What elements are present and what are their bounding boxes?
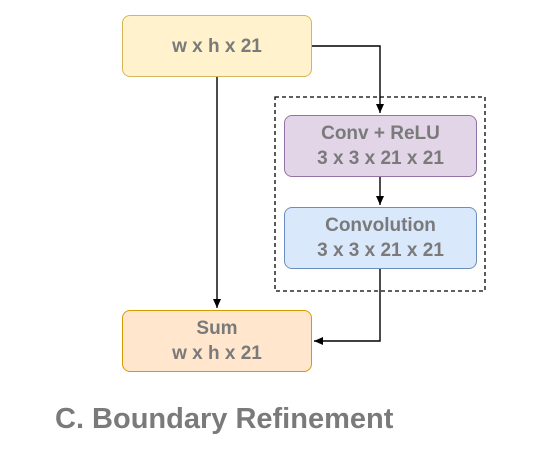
convolution-node-shape: 3 x 3 x 21 x 21 bbox=[317, 240, 444, 261]
input-node: w x h x 21 bbox=[122, 15, 312, 77]
figure-caption: C. Boundary Refinement bbox=[55, 403, 394, 435]
conv-relu-node-shape: 3 x 3 x 21 x 21 bbox=[317, 148, 444, 169]
sum-node-label: Sum bbox=[196, 318, 238, 339]
conv-relu-node-label: Conv + ReLU bbox=[321, 123, 440, 144]
conv-relu-node: Conv + ReLU 3 x 3 x 21 x 21 bbox=[284, 115, 477, 177]
convolution-node-label: Convolution bbox=[325, 215, 436, 236]
sum-node: Sum w x h x 21 bbox=[122, 310, 312, 372]
input-node-label: w x h x 21 bbox=[172, 35, 262, 57]
convolution-node: Convolution 3 x 3 x 21 x 21 bbox=[284, 207, 477, 269]
edge-input-to-conv-relu bbox=[312, 45, 384, 113]
sum-node-shape: w x h x 21 bbox=[172, 343, 262, 364]
edge-convolution-to-sum bbox=[314, 269, 381, 345]
